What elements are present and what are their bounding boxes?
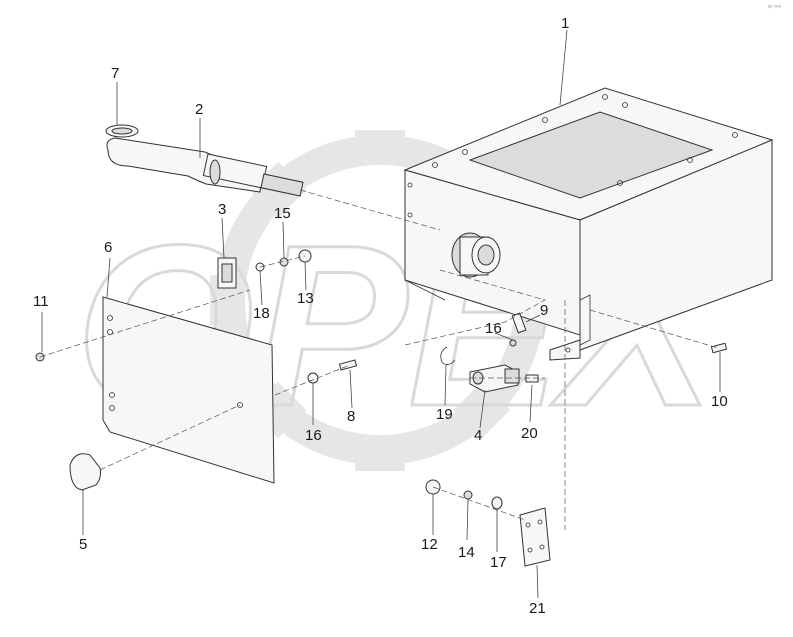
part-1-housing xyxy=(403,87,774,361)
callout-10: 10 xyxy=(711,393,728,410)
callout-9: 9 xyxy=(540,302,549,319)
callout-12: 12 xyxy=(421,536,438,553)
part-20-pin xyxy=(525,374,539,383)
callout-13: 13 xyxy=(297,290,314,307)
callout-6: 6 xyxy=(104,239,113,256)
callout-20: 20 xyxy=(521,425,538,442)
fasteners-lower xyxy=(425,479,503,510)
callout-21: 21 xyxy=(529,600,546,617)
part-5-knob xyxy=(69,453,101,491)
callout-16-lower: 16 xyxy=(305,427,322,444)
callout-18: 18 xyxy=(253,305,270,322)
callout-4: 4 xyxy=(474,427,483,444)
callout-14: 14 xyxy=(458,544,475,561)
callout-1: 1 xyxy=(561,15,570,32)
part-4-latch xyxy=(469,364,520,393)
part-7-ring xyxy=(105,124,139,138)
part-19-snap-ring xyxy=(440,346,456,365)
callout-2: 2 xyxy=(195,101,204,118)
corner-mark: ᵉᵖ ᵒᵒᵒ xyxy=(768,5,781,11)
callout-19: 19 xyxy=(436,406,453,423)
part-3-bracket xyxy=(217,257,237,289)
callout-17: 17 xyxy=(490,554,507,571)
part-10-bolt xyxy=(710,342,728,354)
part-2-lever-shaft xyxy=(106,137,304,197)
callout-3: 3 xyxy=(218,201,227,218)
leader-lines xyxy=(41,29,721,599)
callout-15: 15 xyxy=(274,205,291,222)
callout-8: 8 xyxy=(347,408,356,425)
part-6-panel xyxy=(102,296,275,484)
part-21-strike-plate xyxy=(519,507,551,567)
assembly-lines xyxy=(39,189,719,530)
callout-7: 7 xyxy=(111,65,120,82)
callout-11: 11 xyxy=(33,293,49,310)
callout-16-upper: 16 xyxy=(485,320,502,337)
callout-5: 5 xyxy=(79,536,88,553)
